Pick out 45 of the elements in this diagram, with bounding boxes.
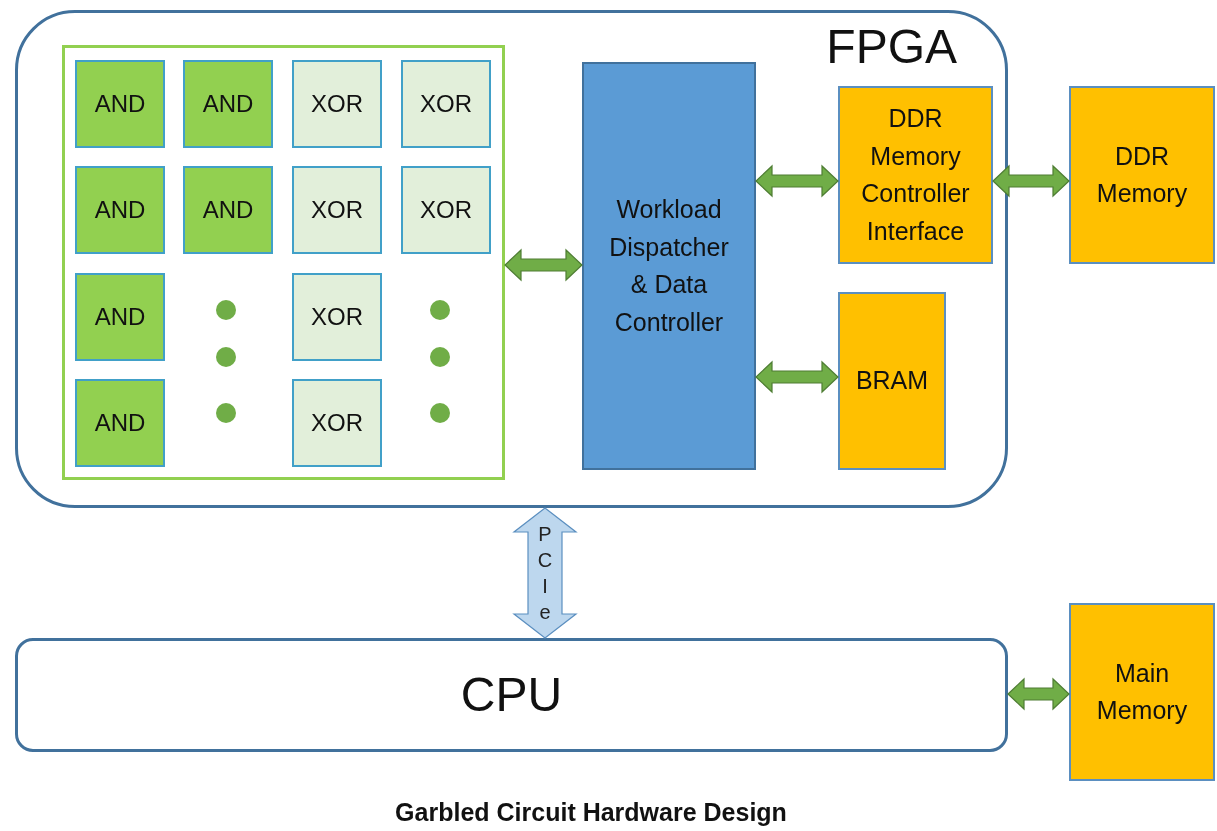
- memory-box: [1069, 86, 1215, 264]
- node-label: AND: [94, 89, 146, 119]
- memory-box: [1069, 603, 1215, 781]
- and-gate-box: [75, 166, 165, 254]
- and-gate-box: [75, 60, 165, 148]
- node-label: DDR Memory Controller Interface: [860, 103, 971, 247]
- node-label: Main Memory: [1095, 657, 1189, 726]
- and-gate-box: [183, 166, 273, 254]
- cpu-box: [15, 638, 1008, 752]
- node-label: XOR: [311, 89, 363, 119]
- node-label: DDR Memory: [1095, 140, 1189, 209]
- memory-box: [838, 292, 946, 470]
- xor-gate-box: [401, 166, 491, 254]
- and-gate-box: [183, 60, 273, 148]
- node-label: AND: [94, 195, 146, 225]
- node-label: XOR: [420, 195, 472, 225]
- fpga-container: [15, 10, 1008, 508]
- and-gate-box: [75, 273, 165, 361]
- double-arrow: [755, 360, 839, 394]
- double-arrow: [755, 164, 839, 198]
- node-label: CPU: [460, 668, 563, 722]
- node-label: AND: [202, 89, 254, 119]
- double-arrow: [1007, 677, 1070, 711]
- double-arrow: [992, 164, 1070, 198]
- gate-array-box: [62, 45, 505, 480]
- node-label: FPGA: [826, 21, 957, 74]
- xor-gate-box: [292, 379, 382, 467]
- xor-gate-box: [292, 273, 382, 361]
- node-label: AND: [94, 408, 146, 438]
- memory-box: [838, 86, 993, 264]
- node-label: AND: [94, 302, 146, 332]
- dispatcher-box: [582, 62, 756, 470]
- diagram-title: Garbled Circuit Hardware Design: [394, 798, 788, 827]
- double-arrow: [504, 248, 583, 282]
- node-label: XOR: [311, 195, 363, 225]
- node-label: Workload Dispatcher & Data Controller: [608, 194, 730, 338]
- xor-gate-box: [292, 60, 382, 148]
- node-label: XOR: [311, 302, 363, 332]
- node-label: XOR: [311, 408, 363, 438]
- node-label: XOR: [420, 89, 472, 119]
- node-label: AND: [202, 195, 254, 225]
- node-label: BRAM: [855, 365, 929, 397]
- xor-gate-box: [292, 166, 382, 254]
- xor-gate-box: [401, 60, 491, 148]
- and-gate-box: [75, 379, 165, 467]
